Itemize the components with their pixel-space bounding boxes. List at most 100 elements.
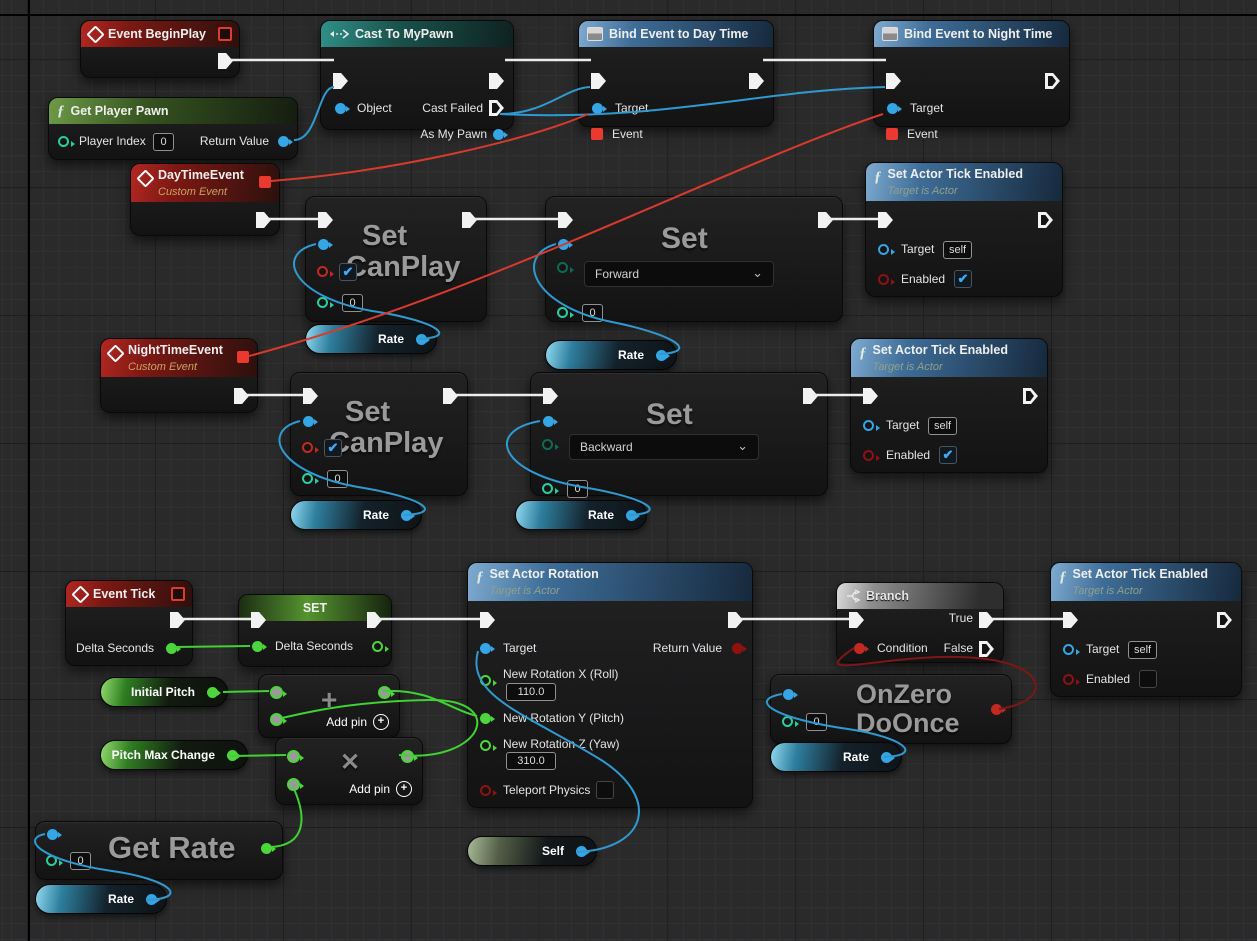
exec-out-pin[interactable] bbox=[1023, 388, 1038, 404]
target-pin[interactable] bbox=[887, 103, 902, 114]
rate-input-pin[interactable] bbox=[557, 307, 574, 318]
rate-getter-pill[interactable]: Rate bbox=[515, 500, 647, 530]
delegate-pin[interactable] bbox=[259, 176, 271, 188]
initial-pitch-output-pin[interactable] bbox=[207, 687, 221, 698]
output-pin[interactable] bbox=[372, 641, 389, 652]
exec-in-pin[interactable] bbox=[480, 612, 495, 628]
exec-out-pin[interactable] bbox=[234, 388, 249, 404]
exec-in-pin[interactable] bbox=[886, 73, 901, 89]
exec-in-pin[interactable] bbox=[591, 73, 606, 89]
value-input[interactable]: 0 bbox=[70, 852, 91, 870]
rate-getter-pill[interactable]: Rate bbox=[305, 324, 437, 354]
exec-in-pin[interactable] bbox=[1063, 612, 1078, 628]
player-index-pin[interactable] bbox=[58, 136, 75, 147]
node-set-actor-tick-enabled-2[interactable]: ƒ Set Actor Tick Enabled Target is Actor… bbox=[850, 338, 1048, 473]
target-pin[interactable] bbox=[592, 103, 607, 114]
target-pin[interactable] bbox=[543, 416, 558, 427]
target-pin[interactable] bbox=[318, 239, 333, 250]
exec-out-pin[interactable] bbox=[803, 388, 818, 404]
add-input-pin-2[interactable] bbox=[270, 713, 287, 726]
exec-out-pin[interactable] bbox=[462, 212, 477, 228]
pitch-max-change-getter-pill[interactable]: Pitch Max Change bbox=[100, 740, 248, 770]
canplay-bool-pin[interactable] bbox=[302, 442, 319, 453]
self-output-pin[interactable] bbox=[576, 846, 590, 857]
value-input[interactable]: 0 bbox=[342, 294, 363, 312]
exec-out-pin[interactable] bbox=[818, 212, 833, 228]
as-my-pawn-pin[interactable] bbox=[493, 129, 508, 140]
exec-in-pin[interactable] bbox=[863, 388, 878, 404]
node-event-tick[interactable]: Event Tick Delta Seconds bbox=[65, 580, 193, 666]
target-pin[interactable] bbox=[1063, 644, 1080, 655]
target-pin[interactable] bbox=[863, 420, 880, 431]
pitch-max-change-output-pin[interactable] bbox=[227, 750, 241, 761]
exec-out-pin[interactable] bbox=[1038, 212, 1053, 228]
exec-out-pin[interactable] bbox=[218, 53, 233, 69]
target-self-value[interactable]: self bbox=[1128, 641, 1158, 659]
value-input[interactable]: 0 bbox=[806, 713, 827, 731]
node-set-direction-night[interactable]: Set Backward ⌄ 0 bbox=[530, 372, 828, 498]
initial-pitch-getter-pill[interactable]: Initial Pitch bbox=[100, 677, 228, 707]
node-add[interactable]: + Add pin + bbox=[258, 674, 400, 738]
enabled-checkbox[interactable]: ✔ bbox=[939, 446, 957, 464]
exec-in-pin[interactable] bbox=[878, 212, 893, 228]
true-exec-pin[interactable] bbox=[979, 612, 994, 628]
event-delegate-pin[interactable] bbox=[591, 128, 603, 140]
node-multiply[interactable]: ✕ Add pin + bbox=[275, 737, 423, 805]
canplay-bool-pin[interactable] bbox=[317, 266, 334, 277]
target-pin[interactable] bbox=[480, 643, 495, 654]
rate-output-pin[interactable] bbox=[881, 752, 895, 763]
delegate-pin[interactable] bbox=[171, 587, 185, 601]
rate-input-pin[interactable] bbox=[302, 473, 319, 484]
canplay-checkbox[interactable]: ✔ bbox=[324, 439, 342, 457]
rate-output-pin[interactable] bbox=[626, 510, 640, 521]
rotation-x-pin[interactable] bbox=[480, 675, 497, 686]
event-delegate-pin[interactable] bbox=[886, 128, 898, 140]
rate-output-pin[interactable] bbox=[401, 510, 415, 521]
add-pin-button[interactable]: Add pin + bbox=[326, 714, 389, 730]
node-branch[interactable]: Branch True Condition False bbox=[836, 582, 1004, 663]
node-set-actor-rotation[interactable]: ƒ Set Actor Rotation Target is Actor Tar… bbox=[467, 562, 753, 808]
exec-in-pin[interactable] bbox=[303, 388, 318, 404]
false-exec-pin[interactable] bbox=[979, 641, 994, 657]
enabled-pin[interactable] bbox=[1063, 674, 1080, 685]
exec-in-pin[interactable] bbox=[251, 612, 266, 628]
rate-getter-pill[interactable]: Rate bbox=[35, 884, 167, 914]
value-input[interactable]: 0 bbox=[567, 480, 588, 498]
exec-out-pin[interactable] bbox=[1045, 73, 1060, 89]
player-index-input[interactable]: 0 bbox=[153, 133, 174, 151]
node-bind-event-day[interactable]: Bind Event to Day Time Target Event bbox=[578, 20, 774, 141]
exec-out-pin[interactable] bbox=[1217, 612, 1232, 628]
return-value-pin[interactable] bbox=[732, 643, 747, 654]
exec-in-pin[interactable] bbox=[543, 388, 558, 404]
node-get-player-pawn[interactable]: ƒ Get Player Pawn Player Index 0 Return … bbox=[48, 97, 298, 160]
delta-seconds-pin[interactable] bbox=[166, 643, 181, 654]
target-pin[interactable] bbox=[558, 239, 573, 250]
target-self-value[interactable]: self bbox=[928, 417, 958, 435]
completed-pin[interactable] bbox=[991, 704, 1006, 715]
target-pin[interactable] bbox=[47, 829, 62, 840]
exec-out-pin[interactable] bbox=[749, 73, 764, 89]
exec-in-pin[interactable] bbox=[849, 612, 864, 628]
rotation-z-pin[interactable] bbox=[480, 740, 497, 751]
object-pin[interactable] bbox=[335, 103, 350, 114]
canplay-checkbox[interactable]: ✔ bbox=[339, 263, 357, 281]
value-input[interactable]: 0 bbox=[327, 470, 348, 488]
value-input[interactable]: 0 bbox=[582, 304, 603, 322]
target-pin[interactable] bbox=[303, 416, 318, 427]
enabled-pin[interactable] bbox=[863, 450, 880, 461]
rate-getter-pill[interactable]: Rate bbox=[770, 742, 902, 772]
rate-getter-pill[interactable]: Rate bbox=[545, 340, 677, 370]
delegate-pin[interactable] bbox=[218, 27, 232, 41]
node-cast-to-mypawn[interactable]: Cast To MyPawn Object Cast Failed As My … bbox=[320, 20, 514, 141]
add-output-pin[interactable] bbox=[378, 686, 395, 699]
node-daytime-event[interactable]: DayTimeEvent Custom Event bbox=[130, 163, 280, 236]
condition-pin[interactable] bbox=[854, 643, 869, 654]
exec-out-pin[interactable] bbox=[367, 612, 382, 628]
return-value-pin[interactable] bbox=[278, 136, 293, 147]
node-set-direction-day[interactable]: Set Forward ⌄ 0 bbox=[545, 196, 843, 322]
direction-enum-pin[interactable] bbox=[557, 262, 574, 273]
rate-input-pin[interactable] bbox=[542, 483, 559, 494]
